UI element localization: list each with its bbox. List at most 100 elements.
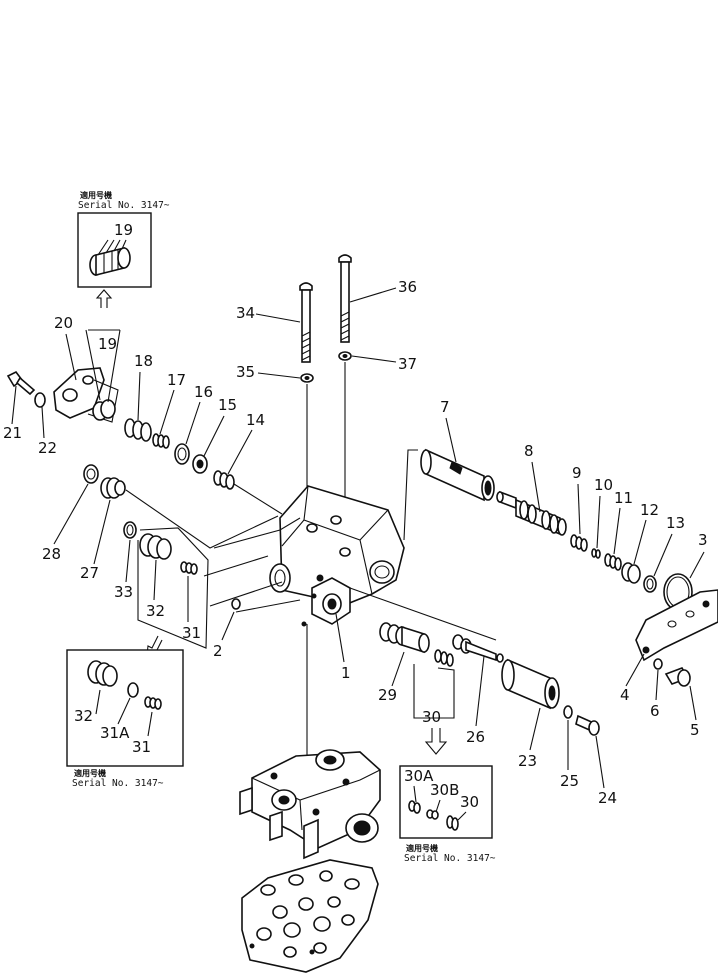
- part-28-ring: [83, 464, 99, 484]
- leader-19: [85, 329, 121, 403]
- label-17: 17: [167, 371, 186, 389]
- label-1: 1: [341, 664, 351, 682]
- axis-27: [125, 489, 279, 549]
- leader-9: [577, 483, 581, 535]
- part-2-plug: [231, 598, 241, 610]
- label-30-inset: 30: [460, 793, 479, 811]
- inset-serial-30: 30A 30B 30 適用号機 Serial No. 3147~: [399, 765, 496, 864]
- leader-4: [625, 653, 645, 687]
- inset-box-30: [399, 765, 493, 839]
- label-31a: 31A: [100, 724, 130, 742]
- label-30b: 30B: [430, 781, 459, 799]
- leader-16: [185, 401, 201, 445]
- label-4: 4: [620, 686, 630, 704]
- leader-18: [137, 371, 141, 421]
- axis-body-left: [209, 581, 301, 613]
- part-17-spring: [152, 433, 170, 449]
- axis-14: [233, 483, 283, 515]
- axis-lower: [349, 587, 497, 641]
- leader-31a: [117, 697, 131, 725]
- part-27-plug: [100, 477, 126, 499]
- part-34-bolt: [299, 282, 313, 363]
- label-5: 5: [690, 721, 700, 739]
- leader-3: [689, 551, 705, 579]
- part-21-bolt: [6, 370, 36, 396]
- note-serial-left: Serial No. 3147~: [72, 778, 164, 789]
- label-3: 3: [698, 531, 708, 549]
- leader-35: [257, 372, 301, 379]
- part-22-washer: [34, 392, 46, 408]
- part-18-spring: [124, 418, 152, 442]
- leader-30b: [435, 799, 441, 813]
- leader-12: [633, 519, 647, 565]
- leader-33: [125, 539, 131, 583]
- part-24-bolt: [575, 714, 600, 736]
- part-4-cover: [635, 589, 718, 662]
- part-32-inset: [87, 660, 118, 687]
- leader-7: [445, 417, 457, 463]
- label-9: 9: [572, 464, 582, 482]
- leader-29: [391, 651, 405, 687]
- leader-20: [65, 333, 77, 381]
- axis-31: [203, 555, 269, 577]
- note-jp-left: 適用号機: [74, 768, 106, 778]
- inset-serial-19: 適用号機 Serial No. 3147~ 19: [77, 190, 170, 308]
- part-19-inset: [89, 239, 131, 277]
- label-33: 33: [114, 583, 133, 601]
- label-30a: 30A: [404, 767, 434, 785]
- inset-serial-31: 32 31A 31 適用号機 Serial No. 3147~: [66, 649, 184, 789]
- label-11: 11: [614, 489, 633, 507]
- leader-24: [595, 735, 605, 789]
- label-30: 30: [422, 708, 441, 726]
- note-serial-top: Serial No. 3147~: [78, 200, 170, 211]
- label-27: 27: [80, 564, 99, 582]
- label-37: 37: [398, 355, 417, 373]
- leader-30-inset: [457, 811, 467, 821]
- leader-10: [596, 495, 601, 549]
- part-13-ring: [643, 575, 657, 593]
- leader-2: [221, 611, 235, 641]
- note-jp-top: 適用号機: [80, 190, 112, 200]
- part-11-spring: [604, 553, 622, 571]
- label-32: 32: [146, 602, 165, 620]
- label-7: 7: [440, 398, 450, 416]
- part-5-bolt: [664, 667, 691, 687]
- part-1-valve-body: [269, 485, 405, 627]
- label-26: 26: [466, 728, 485, 746]
- label-23: 23: [518, 752, 537, 770]
- part-30-inset-spring: [446, 815, 459, 831]
- leader-5: [689, 685, 697, 721]
- label-25: 25: [560, 772, 579, 790]
- leader-34: [255, 313, 301, 323]
- part-16-ring: [174, 443, 190, 465]
- label-29: 29: [378, 686, 397, 704]
- label-19: 19: [98, 335, 117, 353]
- leader-23: [529, 707, 541, 751]
- leader-32: [153, 559, 157, 601]
- part-7-sleeve: [420, 448, 495, 502]
- part-8-spool: [496, 490, 567, 536]
- part-32-plug: [139, 533, 172, 560]
- part-33-ring: [123, 521, 137, 539]
- leader-21: [11, 385, 17, 425]
- lower-housing: [239, 749, 381, 860]
- label-31-inset: 31: [132, 738, 151, 756]
- part-31a-ring: [127, 682, 139, 698]
- leader-13: [653, 533, 673, 577]
- label-36: 36: [398, 278, 417, 296]
- label-31: 31: [182, 624, 201, 642]
- label-6: 6: [650, 702, 660, 720]
- part-14-spring: [213, 470, 235, 490]
- leader-14: [227, 429, 253, 475]
- label-18: 18: [134, 352, 153, 370]
- leader-26: [475, 655, 485, 727]
- label-28: 28: [42, 545, 61, 563]
- label-14: 14: [246, 411, 265, 429]
- arrow-down-30: [424, 728, 448, 755]
- bracket-30: [413, 664, 455, 719]
- arrow-up-19: [95, 289, 113, 308]
- label-20: 20: [54, 314, 73, 332]
- part-30b-spring: [426, 809, 439, 820]
